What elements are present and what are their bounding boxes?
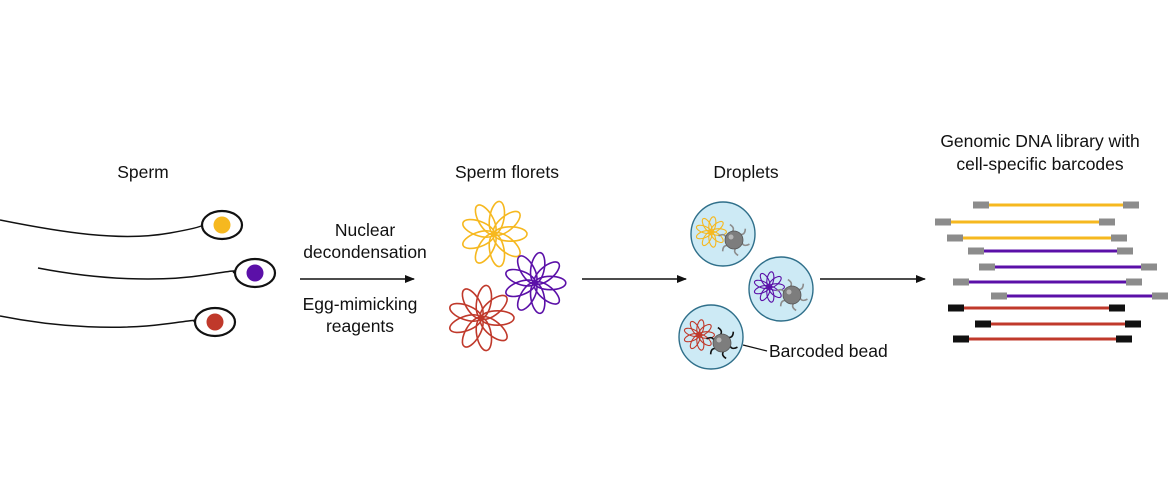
fragment-barcode-right [1123, 201, 1139, 209]
floret-red [448, 284, 515, 352]
fragment-barcode-right [1125, 320, 1141, 328]
fragment-barcode-left [953, 335, 969, 343]
library-fragment-yellow [935, 218, 1115, 226]
sperm-cell-yellow [0, 209, 244, 241]
fragment-barcode-left [947, 234, 963, 242]
sperm-florets-label: Sperm florets [455, 162, 559, 182]
barcoded-bead [706, 326, 738, 360]
sperm-tail [0, 315, 197, 329]
fragment-barcode-right [1111, 234, 1127, 242]
library-fragment-purple [979, 263, 1157, 271]
library-label-line1: Genomic DNA library with [940, 131, 1139, 151]
library-fragment-red [953, 335, 1132, 343]
sperm-group [0, 209, 277, 338]
fragment-barcode-right [1141, 263, 1157, 271]
sperm-cell-purple [37, 257, 277, 289]
fragment-barcode-right [1099, 218, 1115, 226]
sperm-nucleus-purple [246, 264, 264, 282]
library-label-line2: cell-specific barcodes [956, 154, 1124, 174]
fragment-barcode-left [975, 320, 991, 328]
fragment-barcode-left [968, 247, 984, 255]
sperm-label: Sperm [117, 162, 169, 182]
nuclear-label: Nuclear [335, 220, 395, 240]
droplet-purple [748, 256, 814, 322]
floret-yellow [461, 200, 528, 268]
bead-pointer-line [742, 344, 768, 352]
library-fragment-purple [991, 292, 1168, 300]
barcoded-bead [776, 278, 808, 312]
sperm-cell-red [0, 306, 237, 338]
sperm-tail [0, 219, 204, 238]
decondensation-label: decondensation [303, 242, 427, 262]
library-fragment-purple [953, 278, 1142, 286]
fragment-barcode-left [973, 201, 989, 209]
fragment-barcode-right [1126, 278, 1142, 286]
florets-group [448, 200, 567, 352]
droplet-floret-red [683, 319, 715, 351]
sperm-nucleus-yellow [213, 216, 231, 234]
floret-purple [505, 251, 567, 315]
fragment-barcode-right [1117, 247, 1133, 255]
library-fragment-red [975, 320, 1141, 328]
fragment-barcode-right [1116, 335, 1132, 343]
library-fragment-yellow [973, 201, 1139, 209]
droplet-floret-purple [753, 271, 785, 303]
fragment-barcode-left [979, 263, 995, 271]
library-fragment-yellow [947, 234, 1127, 242]
fragment-barcode-left [991, 292, 1007, 300]
reagents-label: reagents [326, 316, 394, 336]
sperm-nucleus-red [206, 313, 224, 331]
droplets-label: Droplets [713, 162, 778, 182]
library-group [935, 201, 1168, 343]
fragment-barcode-left [953, 278, 969, 286]
library-fragment-purple [968, 247, 1133, 255]
fragment-barcode-right [1152, 292, 1168, 300]
egg-mimicking-label: Egg-mimicking [303, 294, 418, 314]
library-fragment-red [948, 304, 1125, 312]
fragment-barcode-right [1109, 304, 1125, 312]
droplet-red [678, 304, 744, 370]
droplet-yellow [690, 201, 756, 267]
barcoded-bead-label: Barcoded bead [769, 341, 888, 361]
barcoded-bead [718, 223, 750, 257]
fragment-barcode-left [948, 304, 964, 312]
droplets-group [678, 201, 814, 370]
fragment-barcode-left [935, 218, 951, 226]
sperm-tail [37, 267, 236, 280]
